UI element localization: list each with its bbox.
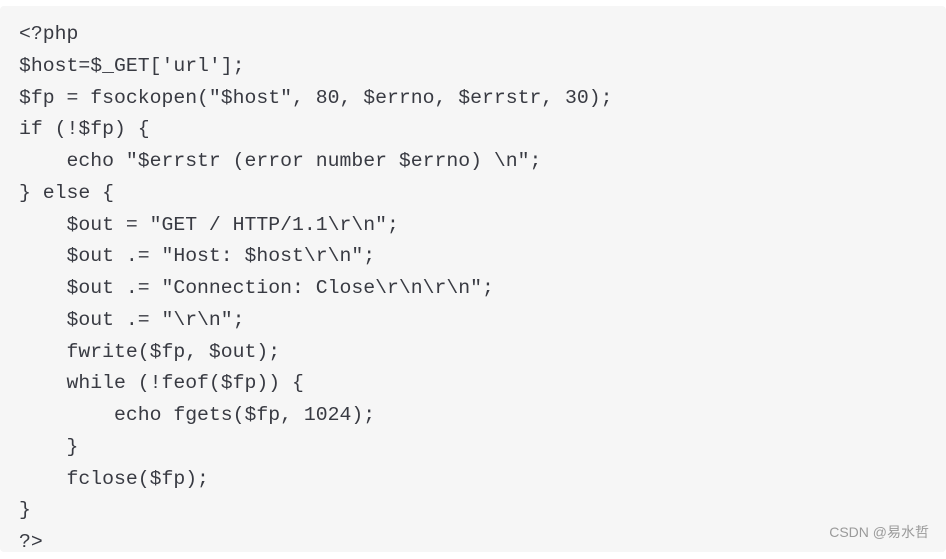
code-content: <?php $host=$_GET['url']; $fp = fsockopen(…: [19, 19, 613, 559]
code-line: fwrite($fp, $out);: [19, 340, 281, 363]
code-line: $out .= "Host: $host\r\n";: [19, 245, 376, 268]
code-line: $out = "GET / HTTP/1.1\r\n";: [19, 213, 399, 236]
watermark: CSDN @易水哲: [829, 524, 929, 540]
code-line: ?>: [19, 531, 43, 553]
code-line: $fp = fsockopen("$host", 80, $errno, $er…: [19, 86, 613, 109]
code-line: echo fgets($fp, 1024);: [19, 404, 376, 426]
code-line: echo "$errstr (error number $errno) \n";: [19, 150, 542, 172]
code-line: $out .= "\r\n";: [19, 308, 245, 331]
code-line: $host=$_GET['url'];: [19, 54, 245, 77]
code-line: } else {: [19, 181, 114, 204]
code-line: <?php: [19, 23, 79, 45]
code-line: if (!$fp) {: [19, 118, 150, 141]
code-line: }: [19, 499, 31, 522]
code-line: fclose($fp);: [19, 467, 209, 490]
code-line: }: [19, 435, 79, 458]
code-block: <?php $host=$_GET['url']; $fp = fsockopen(…: [0, 6, 946, 553]
code-line: while (!feof($fp)) {: [19, 372, 304, 395]
code-line: $out .= "Connection: Close\r\n\r\n";: [19, 277, 494, 299]
